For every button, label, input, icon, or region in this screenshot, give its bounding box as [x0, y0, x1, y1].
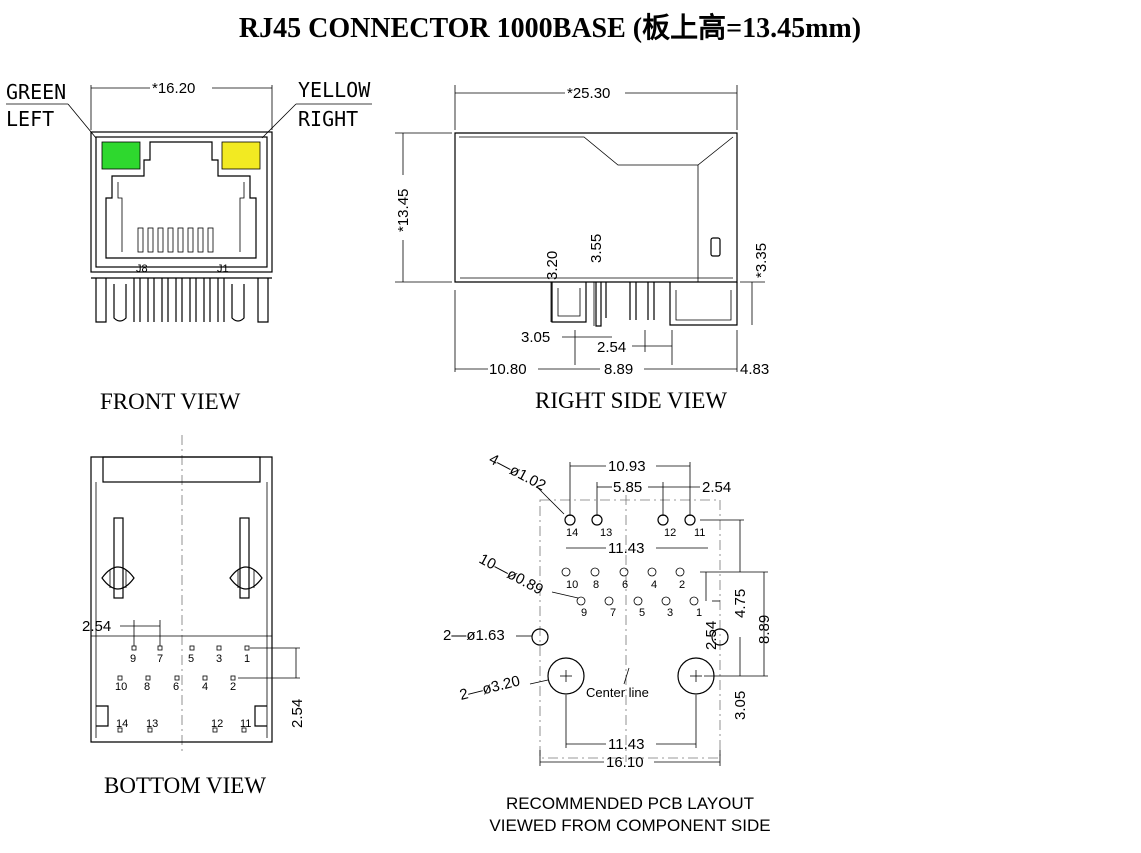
bottom-row-led: 14 13 12 11 [116, 718, 251, 733]
pcb-caption-line1: RECOMMENDED PCB LAYOUT [505, 794, 755, 813]
bottom-pin-6: 6 [173, 681, 179, 693]
bottom-pin-2: 2 [230, 681, 236, 693]
pcb-dim-475: 4.75 [732, 589, 749, 618]
bottom-pin-13: 13 [146, 718, 158, 730]
bottom-pin-5: 5 [188, 653, 194, 665]
dim-483: 4.83 [740, 361, 769, 378]
bottom-pin-1: 1 [244, 653, 250, 665]
pcb-shield-hole-right [711, 628, 729, 646]
pcb-pin-5: 5 [639, 607, 645, 619]
bottom-row-mid: 10 8 6 4 2 [115, 675, 236, 693]
green-led [101, 141, 141, 170]
bottom-pitch-v: 2.54 [289, 699, 306, 728]
side-view-caption: RIGHT SIDE VIEW [535, 388, 728, 413]
yellow-led [221, 141, 261, 170]
side-view: *25.30 *13.45 3.20 3.55 *3.35 3.05 2.54 [395, 85, 770, 378]
pcb-pin-13: 13 [600, 527, 612, 539]
pcb-dim-254-side: 2.54 [703, 621, 720, 650]
front-pins [133, 278, 225, 322]
front-width-dimension: *16.20 [152, 80, 195, 97]
pcb-pin-6: 6 [622, 579, 628, 591]
pcb-pin-9: 9 [581, 607, 587, 619]
pcb-mount-hole-left [547, 657, 585, 695]
pcb-shield-hole-left [531, 628, 549, 646]
bottom-row-top: 9 7 5 3 1 [130, 645, 250, 665]
bottom-pin-4: 4 [202, 681, 208, 693]
dim-305: 3.05 [521, 329, 550, 346]
bottom-view: 2.54 9 7 5 3 1 10 8 6 4 2 14 13 12 11 2.… [82, 435, 306, 755]
right-label: RIGHT [298, 107, 358, 131]
j1-label: J1 [217, 263, 229, 275]
dim-889: 8.89 [604, 361, 633, 378]
shield-hole-note: 2—ø1.63 [443, 627, 505, 644]
pcb-pin-14: 14 [566, 527, 578, 539]
dim-335: *3.35 [753, 243, 770, 278]
pcb-pin-12: 12 [664, 527, 676, 539]
bottom-pin-8: 8 [144, 681, 150, 693]
bottom-pin-7: 7 [157, 653, 163, 665]
front-view-caption: FRONT VIEW [100, 389, 241, 414]
pcb-led-holes: 14 13 12 11 [564, 514, 705, 539]
dim-254: 2.54 [597, 339, 626, 356]
bottom-pin-9: 9 [130, 653, 136, 665]
green-label: GREEN [6, 80, 66, 104]
pcb-dim-889: 8.89 [756, 615, 773, 644]
bottom-pin-14: 14 [116, 718, 128, 730]
center-line-label: Center line [586, 685, 649, 700]
pcb-pin-3: 3 [667, 607, 673, 619]
side-length-dimension: *25.30 [567, 85, 610, 102]
pcb-caption-line2: VIEWED FROM COMPONENT SIDE [489, 816, 771, 835]
pcb-dim-305: 3.05 [732, 691, 749, 720]
dim-1080: 10.80 [489, 361, 527, 378]
mount-hole-note: 2—ø3.20 [458, 672, 522, 703]
pcb-pin-4: 4 [651, 579, 657, 591]
pcb-pin-8: 8 [593, 579, 599, 591]
dim-320: 3.20 [544, 251, 561, 280]
j8-label: J8 [136, 263, 148, 275]
pcb-dim-1610: 16.10 [606, 754, 644, 771]
pcb-row-upper: 10 8 6 4 2 [561, 567, 685, 591]
bottom-pin-12: 12 [211, 718, 223, 730]
pcb-pin-10: 10 [566, 579, 578, 591]
signal-hole-note: 10—ø0.89 [476, 551, 546, 599]
bottom-pin-3: 3 [216, 653, 222, 665]
pcb-dim-585: 5.85 [613, 479, 642, 496]
pcb-dim-254-top: 2.54 [702, 479, 731, 496]
pcb-dim-1093: 10.93 [608, 458, 646, 475]
bottom-pin-10: 10 [115, 681, 127, 693]
pcb-pin-2: 2 [679, 579, 685, 591]
bottom-pitch-h: 2.54 [82, 618, 111, 635]
pcb-layout: 4—ø1.02 10—ø0.89 2—ø1.63 2—ø3.20 10.93 5… [443, 451, 773, 771]
pcb-pin-1: 1 [696, 607, 702, 619]
bottom-pin-11: 11 [240, 718, 251, 730]
pcb-pin-11: 11 [694, 527, 705, 539]
bottom-view-caption: BOTTOM VIEW [104, 773, 267, 798]
side-height-dimension: *13.45 [395, 189, 412, 232]
left-label: LEFT [6, 107, 54, 131]
pcb-dim-1143-top: 11.43 [608, 540, 644, 557]
led-hole-note: 4—ø1.02 [486, 451, 548, 495]
pcb-row-lower: 9 7 5 3 1 [576, 596, 702, 619]
pcb-pin-7: 7 [610, 607, 616, 619]
front-view: GREEN LEFT YELLOW RIGHT *16.20 J8 J1 [6, 78, 372, 323]
contact-fingers [137, 227, 214, 253]
dim-355: 3.55 [588, 234, 605, 263]
yellow-label: YELLOW [298, 78, 371, 102]
pcb-dim-1143-bottom: 11.43 [608, 736, 644, 753]
drawing-title: RJ45 CONNECTOR 1000BASE (板上高=13.45mm) [238, 13, 862, 44]
